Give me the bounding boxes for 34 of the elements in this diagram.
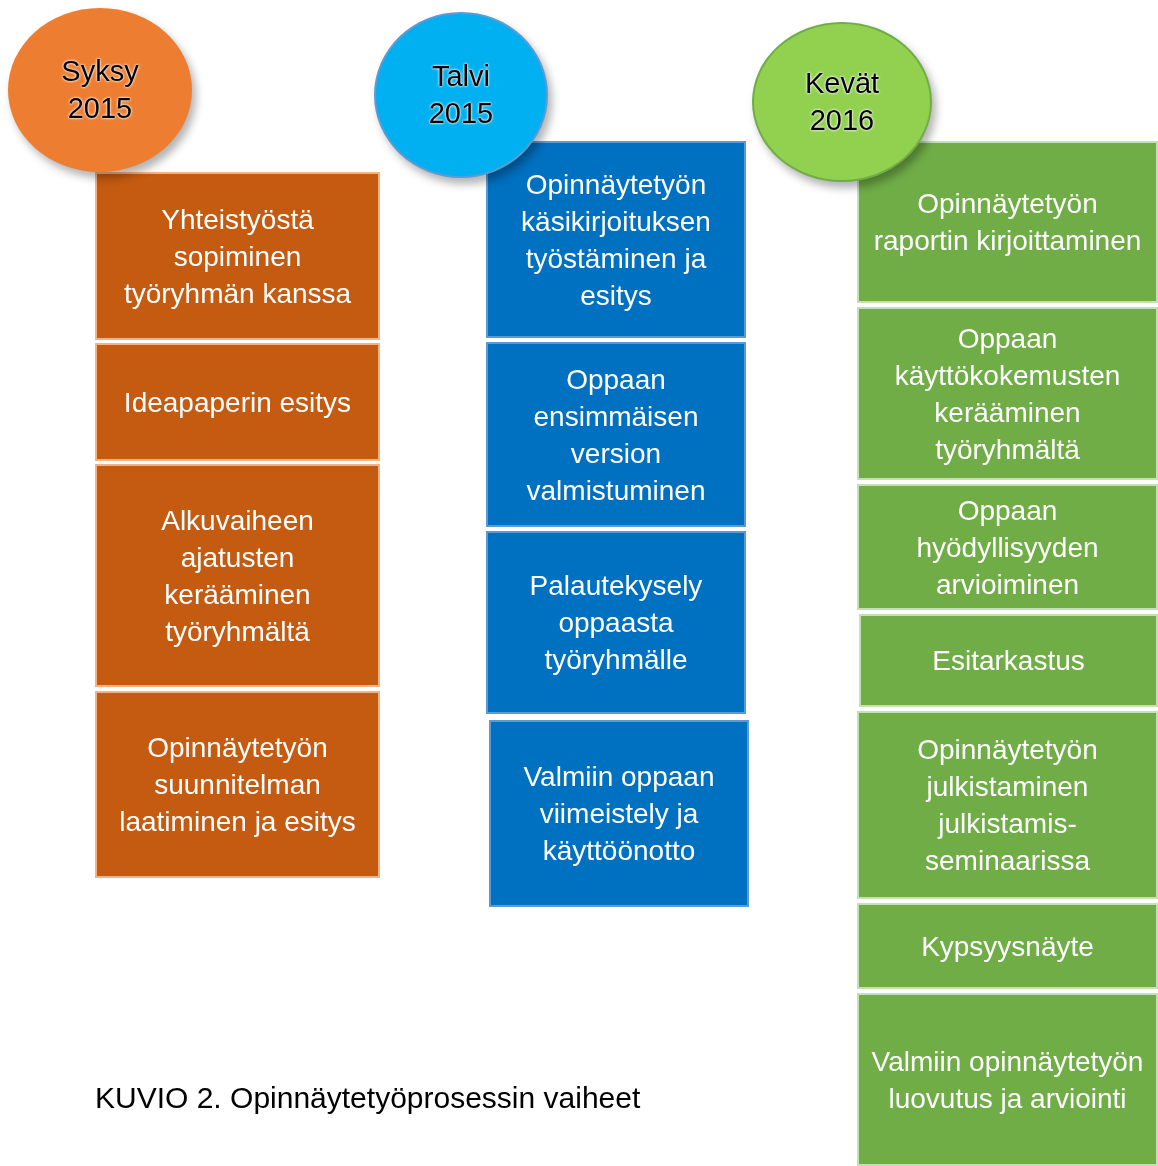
task-label: Opinnäytetyön suunnitelman laatiminen ja esitys bbox=[118, 731, 357, 839]
task-label: Valmiin opinnäytetyön luovutus ja arviointi bbox=[870, 1044, 1145, 1116]
task-label: Esitarkastus bbox=[932, 644, 1085, 678]
task-label: Opinnäytetyön raportin kirjoittaminen bbox=[872, 187, 1143, 258]
task-box bbox=[486, 342, 746, 527]
task-label: Oppaan hyödyllisyyden arvioiminen bbox=[915, 493, 1100, 602]
task-box bbox=[857, 484, 1158, 610]
task-box bbox=[857, 307, 1158, 480]
season-label: Syksy 2015 bbox=[60, 54, 140, 126]
season-label: Talvi 2015 bbox=[427, 59, 495, 131]
task-box bbox=[95, 172, 380, 340]
task-box bbox=[486, 531, 746, 714]
task-label: Yhteistyöstä sopiminen työryhmän kanssa bbox=[122, 202, 353, 311]
task-label: Alkuvaiheen ajatusten kerääminen työryhmältä bbox=[160, 503, 315, 649]
figure-caption: KUVIO 2. Opinnäytetyöprosessin vaiheet bbox=[95, 1080, 641, 1116]
task-label: Oppaan käyttökokemusten kerääminen työryhmältä bbox=[893, 321, 1122, 467]
task-box bbox=[95, 691, 380, 878]
task-box bbox=[857, 711, 1158, 899]
task-label: Ideapaperin esitys bbox=[123, 385, 352, 420]
task-label: Palautekysely oppaasta työryhmälle bbox=[528, 569, 704, 677]
task-box bbox=[486, 141, 746, 338]
season-label: Kevät 2016 bbox=[803, 66, 881, 138]
task-box bbox=[859, 614, 1158, 707]
task-label: Opinnäytetyön käsikirjoituksen työstäminen ja esitys bbox=[520, 167, 712, 313]
task-label: Opinnäytetyön julkistaminen julkistamis-seminaarissa bbox=[916, 733, 1099, 878]
task-label: Oppaan ensimmäisen version valmistuminen bbox=[525, 362, 707, 508]
task-box bbox=[857, 141, 1158, 303]
task-label: Valmiin oppaan viimeistely ja käyttöönotto bbox=[522, 760, 716, 868]
task-box bbox=[857, 993, 1158, 1166]
task-box bbox=[95, 464, 380, 687]
task-box bbox=[95, 343, 380, 461]
task-box bbox=[489, 720, 749, 907]
task-label: Kypsyysnäyte bbox=[921, 929, 1094, 964]
task-box bbox=[857, 903, 1158, 989]
